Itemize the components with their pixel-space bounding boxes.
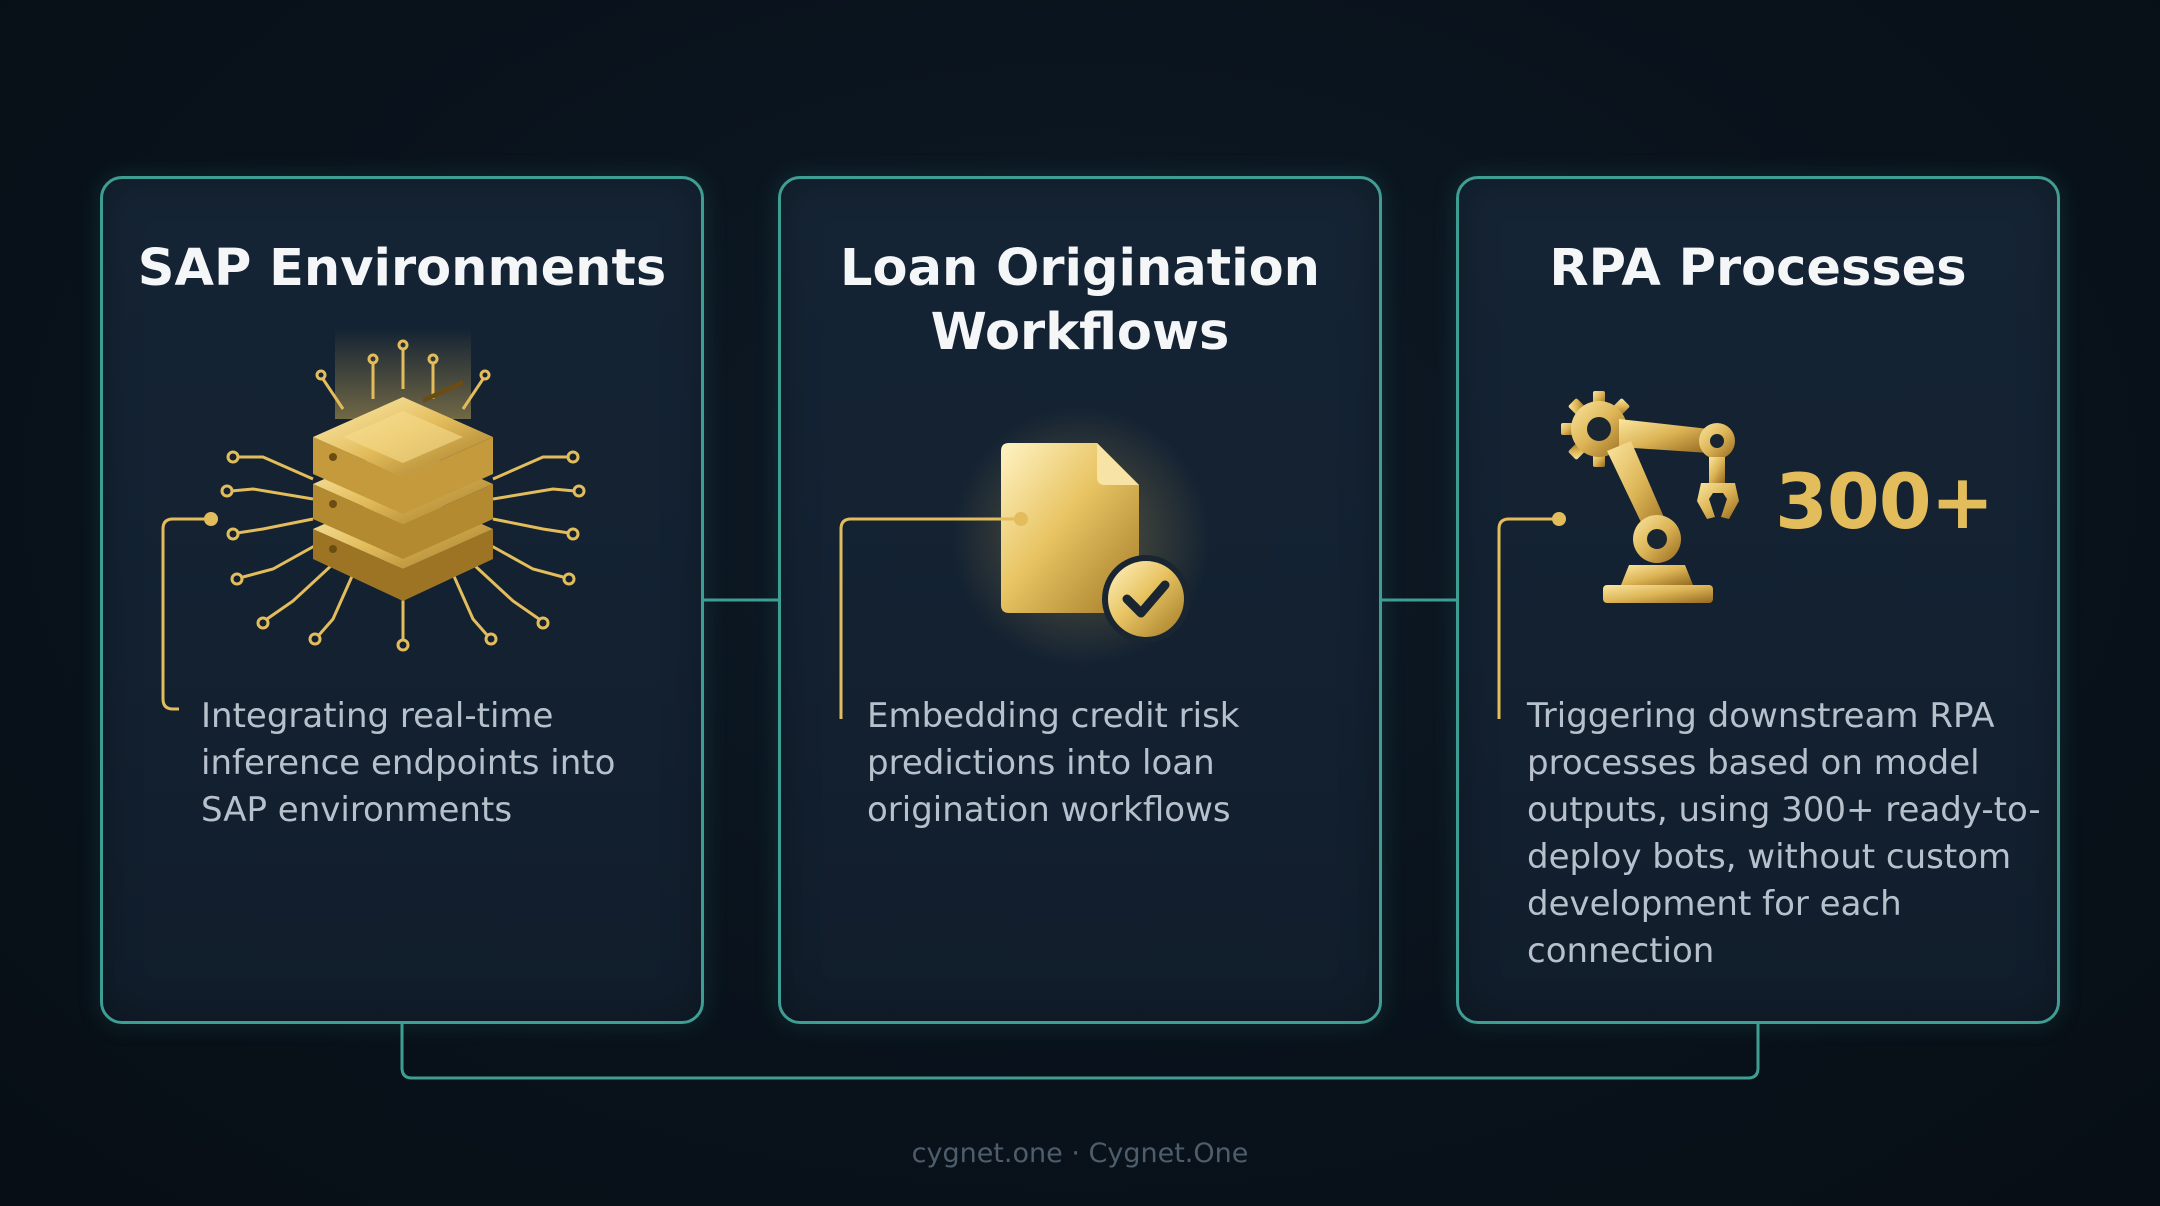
footer-credit: cygnet.one · Cygnet.One <box>0 1138 2160 1169</box>
footer-separator: · <box>1071 1138 1080 1169</box>
card-description: Triggering downstream RPA processes base… <box>1527 696 2041 971</box>
footer-domain-link[interactable]: cygnet.one <box>911 1138 1063 1169</box>
card-title: Loan Origination Workflows <box>840 239 1320 362</box>
card-description: Embedding credit risk predictions into l… <box>867 696 1240 830</box>
card-accent-bracket <box>839 512 1028 719</box>
footer-brand: Cygnet.One <box>1088 1138 1249 1169</box>
card-loan-origination: Loan Origination Workflows Embedding cre… <box>778 176 1382 1024</box>
card-rpa-processes: RPA Processes <box>1456 176 2060 1024</box>
robot-arm-icon <box>1561 391 1739 603</box>
document-check-icon <box>951 407 1211 667</box>
server-circuit-icon <box>220 329 586 652</box>
card-accent-bracket <box>161 512 218 711</box>
connector-bottom-loop <box>400 1024 1760 1080</box>
card-title: SAP Environments <box>137 239 667 298</box>
card-description: Integrating real-time inference endpoint… <box>201 696 616 830</box>
bot-count-badge: 300+ <box>1775 457 1994 546</box>
card-title: RPA Processes <box>1549 239 1967 298</box>
card-sap-environments: SAP Environments <box>100 176 704 1024</box>
card-accent-bracket <box>1497 512 1566 719</box>
